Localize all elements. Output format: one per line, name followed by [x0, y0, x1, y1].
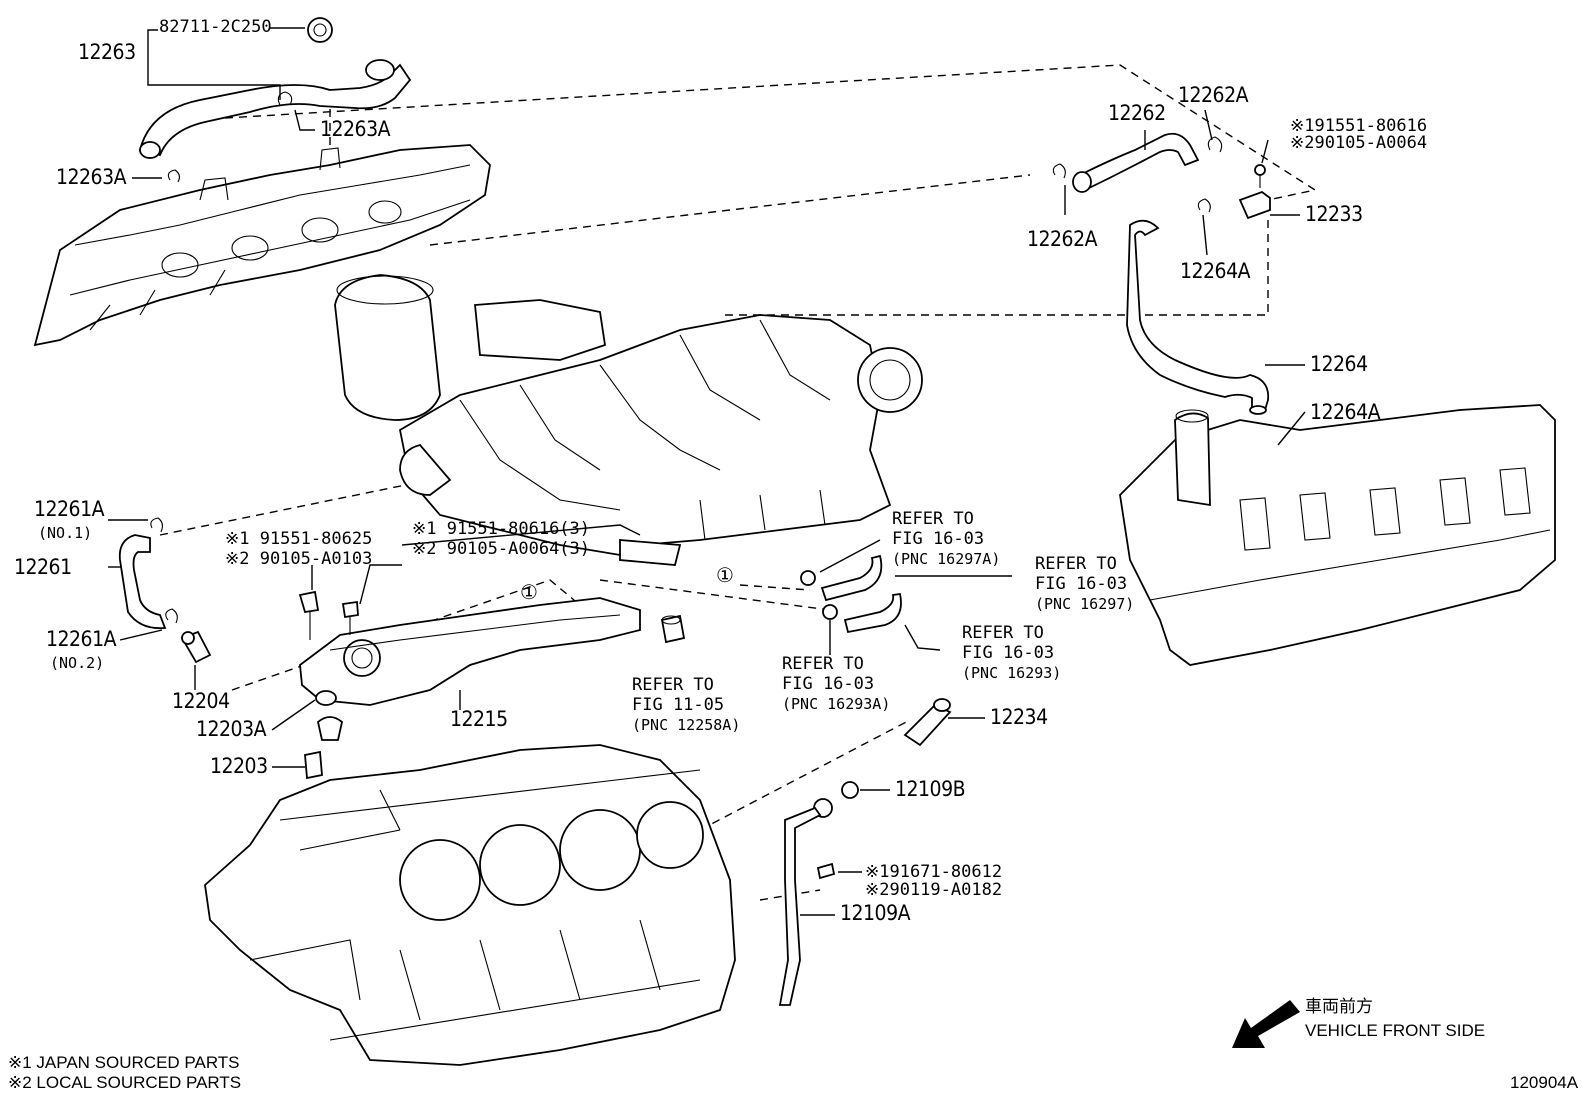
refer-label-5-c: (PNC 16293A) — [782, 695, 891, 713]
bolt-label-2b: ※2 90105-A0064(3) — [412, 539, 591, 559]
figure-id: 120904A — [1510, 1073, 1579, 1092]
refer-label-2-b: FIG 16-03 — [892, 529, 985, 549]
part-label-12203a: 12203A — [196, 717, 267, 741]
part-label-12261: 12261 — [14, 555, 72, 579]
bolt-label-2a: ※1 91551-80616(3) — [412, 519, 591, 539]
bolt-label-1a: ※1 91551-80625 — [225, 529, 373, 549]
refer-label-3-b: FIG 16-03 — [1035, 574, 1128, 594]
refer-label-3-a: REFER TO — [1035, 554, 1117, 574]
parts-12203 — [304, 690, 343, 780]
refer-label-5-b: FIG 16-03 — [782, 674, 875, 694]
part-label-12262: 12262 — [1108, 101, 1166, 125]
sensor-12204 — [180, 630, 212, 664]
hose-12261 — [118, 517, 178, 630]
part-label-191551: ※191551-80616 — [1290, 116, 1428, 136]
refer-hoses — [800, 554, 902, 634]
leader-lines — [108, 27, 1306, 916]
part-label-12215: 12215 — [450, 707, 508, 731]
part-label-12264a-right: 12264A — [1310, 400, 1381, 424]
part-label-12234: 12234 — [990, 705, 1048, 729]
part-label-12262a-top: 12262A — [1178, 83, 1249, 107]
part-label-12233: 12233 — [1305, 202, 1363, 226]
intake-manifold — [334, 274, 923, 566]
vehicle-front-arrow-icon — [1232, 1000, 1300, 1048]
refer-label-1-b: FIG 11-05 — [632, 695, 725, 715]
part-label-82711: 82711-2C250 — [159, 17, 272, 37]
refer-label-1-a: REFER TO — [632, 675, 714, 695]
circle-marker-1: ① — [520, 580, 538, 604]
refer-label-1-c: (PNC 12258A) — [632, 716, 741, 734]
part-label-12203: 12203 — [210, 754, 268, 778]
part-label-12261a-no1: 12261A — [34, 497, 105, 521]
refer-label-2-a: REFER TO — [892, 509, 974, 529]
refer-label-4-b: FIG 16-03 — [962, 643, 1055, 663]
vehicle-front-jp: 車両前方 — [1305, 997, 1373, 1016]
footnote-japan: ※1 JAPAN SOURCED PARTS — [8, 1053, 240, 1072]
refer-label-2-c: (PNC 16297A) — [892, 550, 1001, 568]
part-label-no2: (NO.2) — [50, 654, 105, 672]
hose-12263 — [138, 17, 412, 183]
bolt-label-1b: ※2 90105-A0103 — [225, 549, 373, 569]
part-label-12109b: 12109B — [895, 777, 966, 801]
part-label-12263: 12263 — [78, 40, 136, 64]
bolt-label-3a: ※191671-80612 — [865, 862, 1003, 882]
bolt-label-3b: ※290119-A0182 — [865, 880, 1003, 900]
refer-label-4-a: REFER TO — [962, 623, 1044, 643]
dipstick-parts — [778, 698, 952, 1006]
part-label-12204: 12204 — [172, 689, 230, 713]
part-label-12261a-no2: 12261A — [46, 627, 117, 651]
right-valve-cover — [1119, 404, 1556, 666]
vehicle-front-en: VEHICLE FRONT SIDE — [1305, 1021, 1486, 1040]
part-label-12264a-top: 12264A — [1180, 259, 1251, 283]
hose-12262-12264 — [1052, 132, 1277, 456]
part-label-12109a: 12109A — [840, 901, 911, 925]
part-label-12264: 12264 — [1310, 352, 1368, 376]
cover-12215 — [298, 590, 686, 706]
part-label-12263a-top: 12263A — [320, 117, 391, 141]
cylinder-block — [204, 744, 736, 1066]
part-label-12262a-left: 12262A — [1027, 227, 1098, 251]
left-valve-cover — [33, 144, 491, 347]
part-label-290105: ※290105-A0064 — [1290, 133, 1428, 153]
part-label-12263a-left: 12263A — [56, 165, 127, 189]
part-label-no1: (NO.1) — [38, 524, 93, 542]
refer-label-4-c: (PNC 16293) — [962, 664, 1062, 682]
refer-label-3-c: (PNC 16297) — [1035, 595, 1135, 613]
footnote-local: ※2 LOCAL SOURCED PARTS — [8, 1073, 242, 1092]
circle-marker-2: ① — [716, 563, 734, 587]
refer-label-5-a: REFER TO — [782, 654, 864, 674]
